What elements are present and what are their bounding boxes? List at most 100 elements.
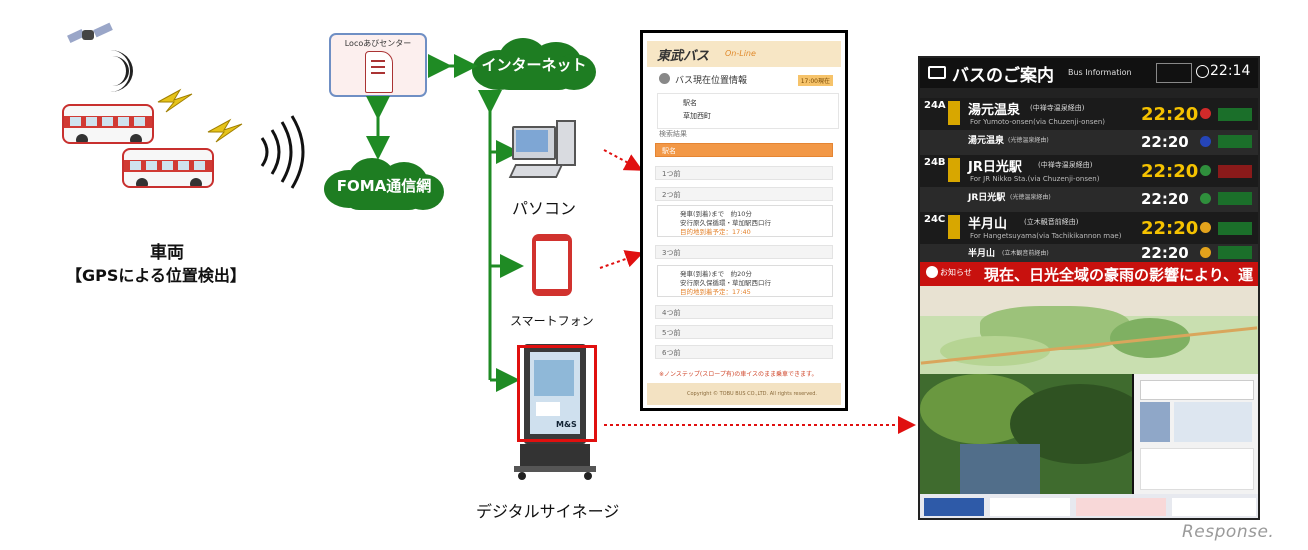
location-pin-icon [659,73,670,84]
stop-item: 6つ前 [655,345,833,359]
gps-satellite-icon [67,22,114,46]
destination-en: For JR Nikko Sta.(via Chuzenji-onsen) [970,175,1100,183]
destination: JR日光駅 [968,193,1006,203]
phone-bus-location-screen: 東武バス On-Line バス現在位置情報 17:00現在 駅名 草加西町 検索… [640,30,848,411]
departure-time: 22:20 [1141,244,1189,262]
status-badge [1218,135,1252,148]
route-icon [1200,193,1211,204]
destination-sub: (立木観音前経由) [1002,250,1049,257]
vehicle-illustration [40,16,280,206]
route-icon [1200,222,1211,233]
phone-footer: Copyright © TOBU BUS CO.,LTD. All rights… [687,391,818,397]
phone-badge: 17:00現在 [797,75,833,86]
board-footer-ads [920,494,1258,518]
internet-label: インターネット [481,56,587,74]
loco-center-box: Locoあびセンター [329,33,427,97]
phone-note: ※ノンステップ(スロープ有)の車イスのまま乗車できます。 [659,371,818,378]
board-row: 24A 湯元温泉 (中禅寺温泉経由) For Yumoto-onsen(via … [920,98,1258,131]
bus-info-line: 発車(到着)まで 約20分 [680,270,752,278]
bus-icon [122,148,214,188]
vehicle-subtitle: 【GPSによる位置検出】 [66,266,246,285]
board-clock: 22:14 [1210,63,1251,79]
departure-time: 22:20 [1141,218,1199,239]
bus-icon [928,66,946,79]
bus-info-line: 目的地到着予定：17:40 [680,228,751,236]
board-title: バスのご案内 [952,66,1054,86]
departure-time: 22:20 [1141,161,1199,182]
bus-info-board: バスのご案内 Bus Information 22:14 24A 湯元温泉 (中… [918,56,1260,520]
board-row: JR日光駅 (光徳温泉経由) 22:20 [920,187,1258,213]
signage-brand: M&S [556,420,577,429]
board-row: 半月山 (立木観音前経由) 22:20 [920,244,1258,263]
route-number: 24C [924,214,946,225]
status-badge [1218,192,1252,205]
notice-label: お知らせ [940,268,972,277]
route-icon [1200,165,1211,176]
board-row: 24B JR日光駅 (中禅寺温泉経由) For JR Nikko Sta.(vi… [920,155,1258,188]
server-icon [365,51,393,93]
stop-item: 4つ前 [655,305,833,319]
route-number: 24B [924,157,946,168]
phone-header: 東武バス On-Line [647,41,841,67]
info-icon [926,266,938,278]
destination: 半月山 [968,217,1008,232]
phone-to: 草加西町 [683,112,711,120]
status-badge [1218,165,1252,178]
pc-icon [508,120,578,182]
bus-icon [62,104,154,144]
departure-time: 22:20 [1141,104,1199,125]
route-icon [1200,136,1211,147]
foma-label: FOMA通信網 [336,177,432,195]
scenery-photo [920,374,1132,494]
phone-title: バス現在位置情報 [675,76,748,86]
response-watermark: Response. [1182,522,1275,542]
signage-highlight [517,345,597,442]
internet-cloud: インターネット [472,36,596,92]
destination-en: For Hangetsuyama(via Tachikikannon mae) [970,232,1122,240]
bus-info-card: 発車(到着)まで 約20分 安行原久保循環・草加駅西口行 目的地到着予定：17:… [657,265,833,297]
departure-time: 22:20 [1141,190,1189,208]
foma-cloud: FOMA通信網 [324,158,444,212]
board-row: 24C 半月山 (立木観音前経由) For Hangetsuyama(via T… [920,212,1258,245]
loco-center-label: Locoあびセンター [344,39,412,48]
clock-icon [1196,65,1209,78]
status-badge [1218,222,1252,235]
stop-item: 5つ前 [655,325,833,339]
bus-info-card: 発車(到着)まで 約10分 安行原久保循環・草加駅西口行 目的地到着予定：17:… [657,205,833,237]
bus-info-line: 安行原久保循環・草加駅西口行 [680,219,771,227]
signal-waves-icon [88,50,133,92]
status-badge [1218,108,1252,121]
route-icon [1200,108,1211,119]
bus-info-line: 発車(到着)まで 約10分 [680,210,752,218]
weather-widget [1156,63,1192,83]
status-badge [1218,246,1252,259]
departure-time: 22:20 [1141,133,1189,151]
destination: 湯元温泉 [968,136,1005,146]
stop-item: 3つ前 [655,245,833,259]
phone-brand-sub: On-Line [725,49,756,58]
tourist-map [920,286,1258,374]
pc-label: パソコン [512,199,577,218]
info-poster [1134,374,1258,494]
phone-brand: 東武バス [657,49,710,64]
route-number: 24A [924,100,946,111]
smartphone-label: スマートフォン [510,314,594,328]
board-header: バスのご案内 Bus Information 22:14 [920,58,1258,88]
stop-item: 2つ前 [655,187,833,201]
signage-label: デジタルサイネージ [476,502,620,521]
bus-info-line: 目的地到着予定：17:45 [680,288,751,296]
stop-item: 駅名 [655,143,833,157]
phone-result-label: 検索結果 [659,130,687,138]
stop-item: 1つ前 [655,166,833,180]
smartphone-icon [532,234,572,296]
board-row: 湯元温泉 (光徳温泉経由) 22:20 [920,130,1258,156]
board-title-en: Bus Information [1068,68,1132,77]
destination: 湯元温泉 [968,103,1021,118]
lightning-icon [157,88,243,143]
destination-en: For Yumoto-onsen(via Chuzenji-onsen) [970,118,1105,126]
destination: 半月山 [968,249,996,259]
destination: JR日光駅 [968,160,1022,175]
signage-kiosk: M&S [512,344,600,484]
